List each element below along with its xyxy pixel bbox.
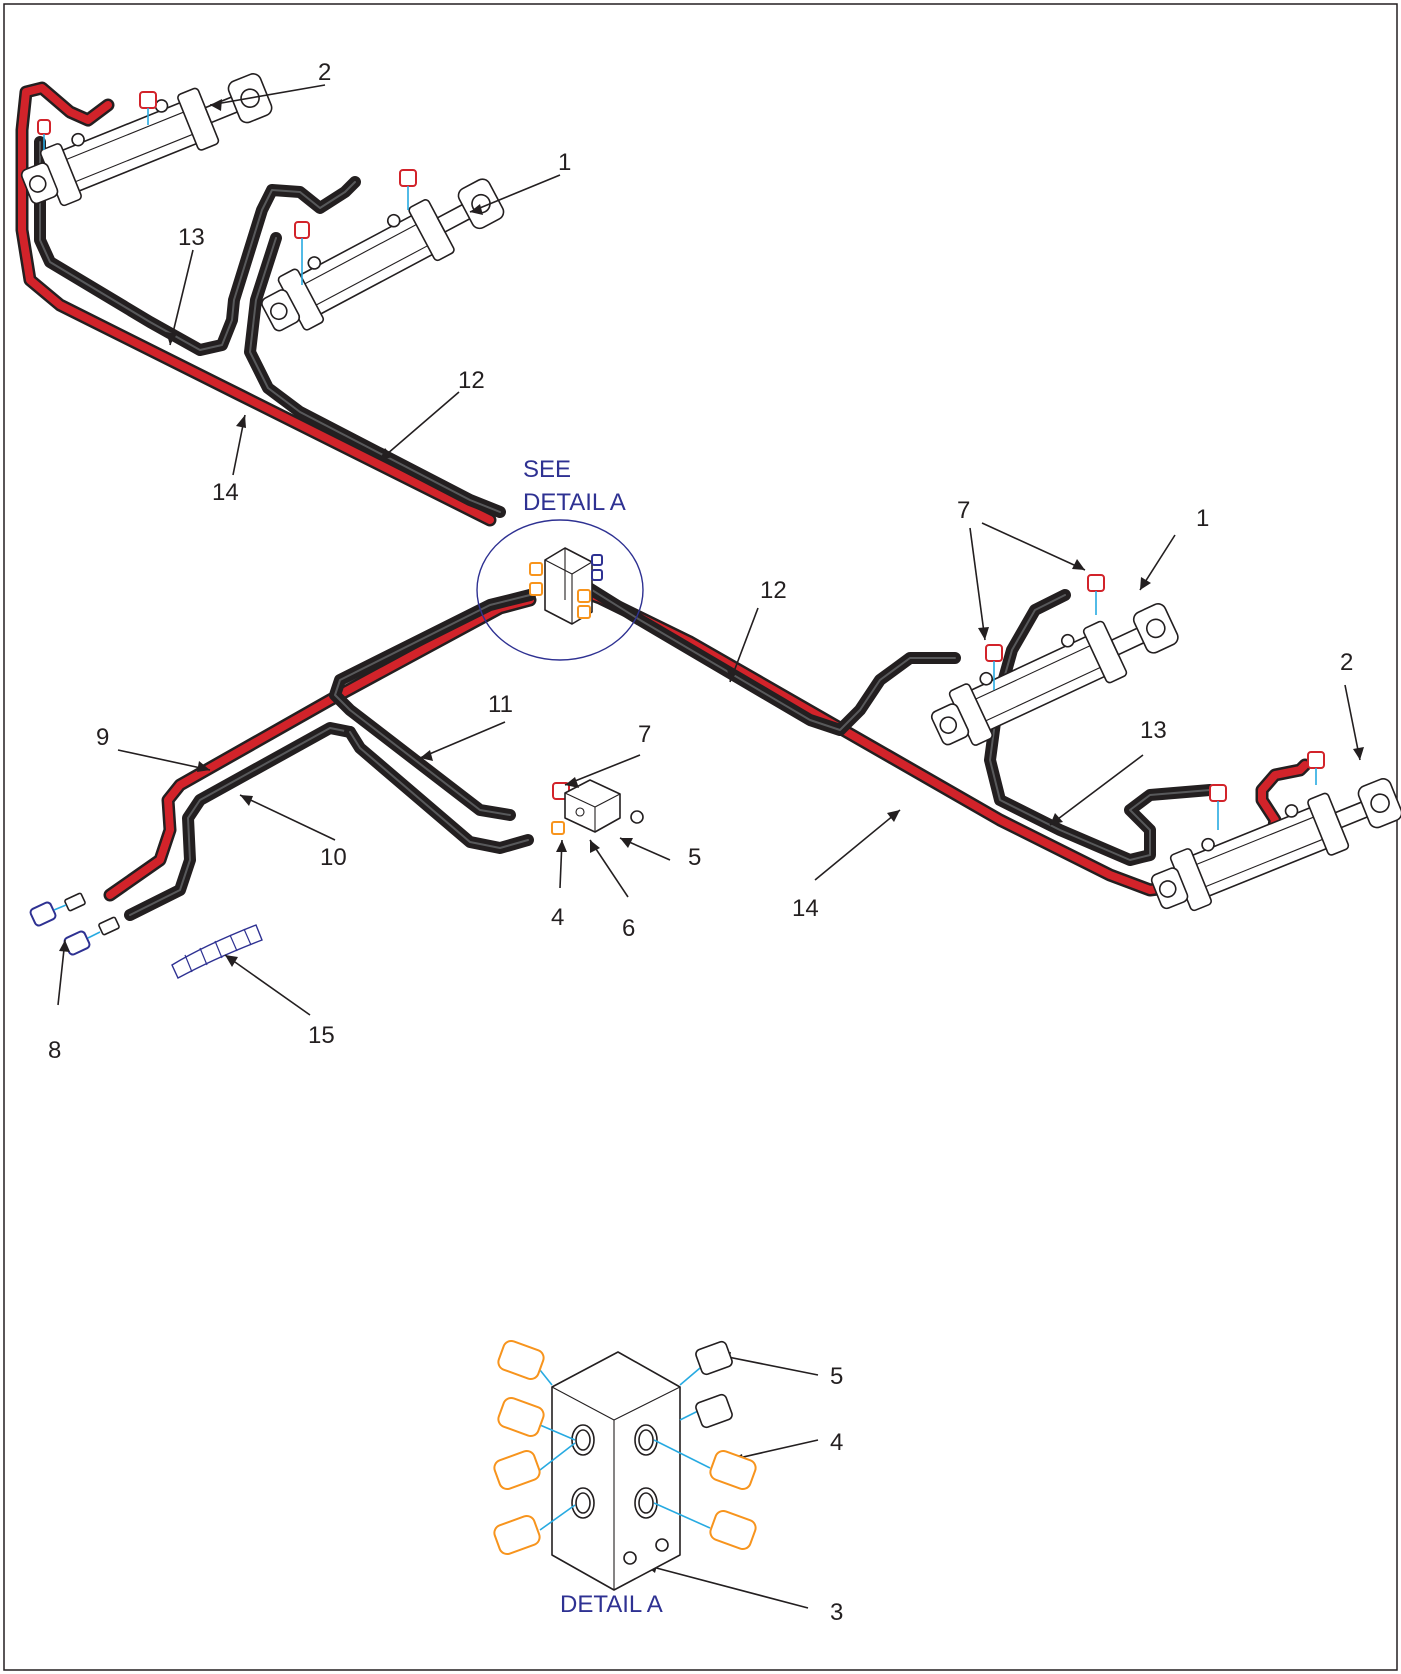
detail-a-label: DETAIL A	[560, 1591, 663, 1618]
callout-5b: 5	[830, 1363, 843, 1390]
detail-a-manifold	[539, 1351, 711, 1591]
hoses-right	[548, 564, 1312, 897]
see-detail-line2: DETAIL A	[523, 489, 626, 516]
callout-1a: 1	[558, 149, 571, 176]
callout-2b: 2	[1340, 649, 1353, 676]
leader-lines	[57, 84, 1361, 1609]
callout-11: 11	[488, 691, 513, 718]
callout-6: 6	[622, 915, 635, 942]
callout-8: 8	[48, 1037, 61, 1064]
callout-2a: 2	[318, 59, 331, 86]
elbow-fitting-icon	[37, 91, 1325, 830]
callout-labels: 2 1 13 12 14 7 1 12 2 13 11 7 9 10 5 14 …	[48, 59, 1353, 1626]
detail-orange-fittings	[493, 1339, 757, 1556]
quick-coupler-icon	[29, 892, 120, 956]
detail-notes: SEE DETAIL A DETAIL A	[523, 456, 663, 1618]
callout-12b: 12	[760, 577, 787, 604]
callout-13a: 13	[178, 224, 205, 251]
callout-3: 3	[830, 1599, 843, 1626]
callout-1b: 1	[1196, 505, 1209, 532]
spiral-wrap-icon	[171, 924, 263, 979]
callout-15: 15	[308, 1022, 335, 1049]
detail-a-circle	[476, 519, 644, 661]
callout-7b: 7	[957, 497, 970, 524]
hoses-lower-left	[103, 589, 537, 921]
callout-14a: 14	[212, 479, 239, 506]
drawing-border	[3, 3, 1398, 1671]
manifold-block-icon	[529, 547, 603, 625]
callout-9: 9	[96, 724, 109, 751]
valve-block-icon	[551, 779, 644, 835]
plug-icon	[695, 1340, 733, 1429]
callout-7a: 7	[638, 721, 651, 748]
callout-12a: 12	[458, 367, 485, 394]
callout-4b: 4	[830, 1429, 843, 1456]
callout-13b: 13	[1140, 717, 1167, 744]
callout-5a: 5	[688, 844, 701, 871]
callout-4a: 4	[551, 904, 564, 931]
see-detail-line1: SEE	[523, 456, 571, 483]
hoses-upper-left	[15, 81, 506, 527]
callout-10: 10	[320, 844, 347, 871]
hydraulic-cylinder-icon	[13, 61, 278, 218]
callout-14b: 14	[792, 895, 819, 922]
